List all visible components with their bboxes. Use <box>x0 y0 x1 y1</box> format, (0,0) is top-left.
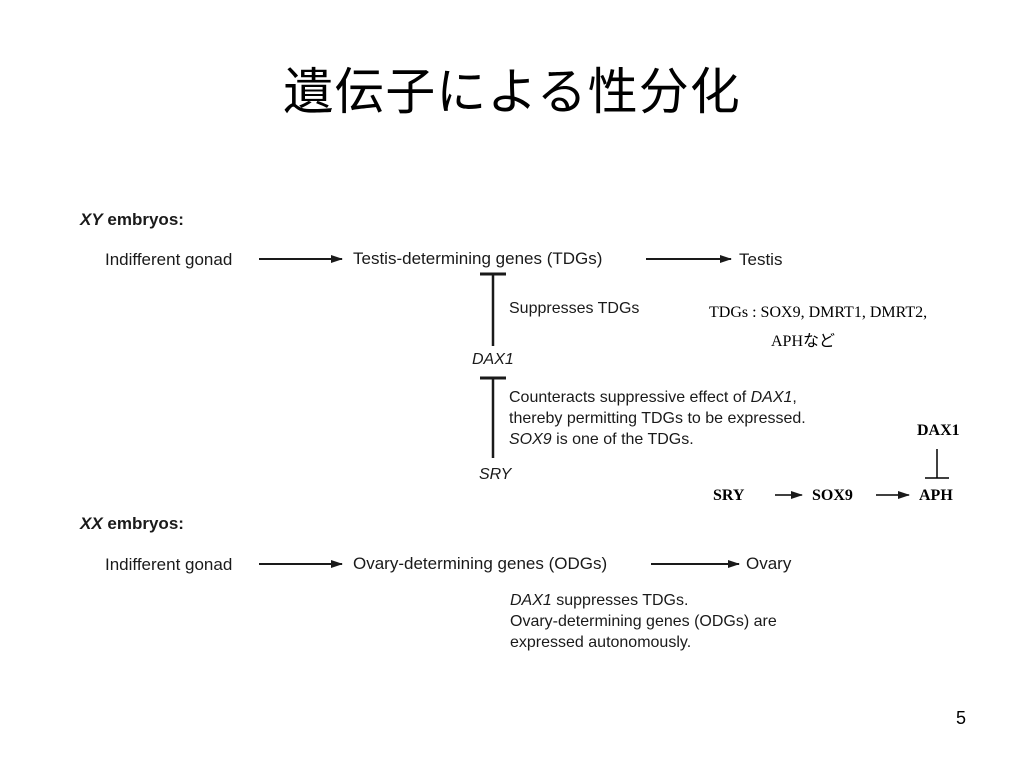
xy-testis-label: Testis <box>739 250 783 269</box>
xx-odgs-label: Ovary-determining genes (ODGs) <box>353 554 608 573</box>
xx-heading: XX embryos: <box>80 514 184 533</box>
xx-note-line-2: Ovary-determining genes (ODGs) are <box>510 613 777 630</box>
sry-label: SRY <box>479 466 512 483</box>
counteracts-note: Counteracts suppressive effect of DAX1, … <box>509 387 806 450</box>
counteracts-line-2: thereby permitting TDGs to be expressed. <box>509 410 806 427</box>
xx-indifferent-gonad: Indifferent gonad <box>105 555 233 574</box>
counteracts-line-3: SOX9 is one of the TDGs. <box>509 431 694 448</box>
dax1-label: DAX1 <box>472 351 514 368</box>
xy-indifferent-gonad: Indifferent gonad <box>105 250 233 269</box>
pathway-aph: APH <box>919 487 953 504</box>
tdgs-annotation-line-2: APHなど <box>771 333 836 350</box>
xx-note-line-3: expressed autonomously. <box>510 634 692 651</box>
page-number: 5 <box>955 708 966 728</box>
pathway-sry: SRY <box>713 487 745 504</box>
xy-heading: XY embryos: <box>80 210 184 229</box>
xx-ovary-label: Ovary <box>746 554 792 573</box>
suppresses-tdgs-label: Suppresses TDGs <box>509 300 640 317</box>
pathway-sox9: SOX9 <box>812 487 853 504</box>
slide-title: 遺伝子による性分化 <box>283 63 741 121</box>
xy-tdgs-label: Testis-determining genes (TDGs) <box>353 249 603 268</box>
counteracts-line-1: Counteracts suppressive effect of DAX1, <box>509 389 797 406</box>
pathway-dax1: DAX1 <box>917 422 960 439</box>
tdgs-annotation-line-1: TDGs : SOX9, DMRT1, DMRT2, <box>709 304 928 321</box>
xx-note: DAX1 suppresses TDGs. Ovary-determining … <box>510 590 777 653</box>
xx-note-line-1: DAX1 suppresses TDGs. <box>510 592 689 609</box>
